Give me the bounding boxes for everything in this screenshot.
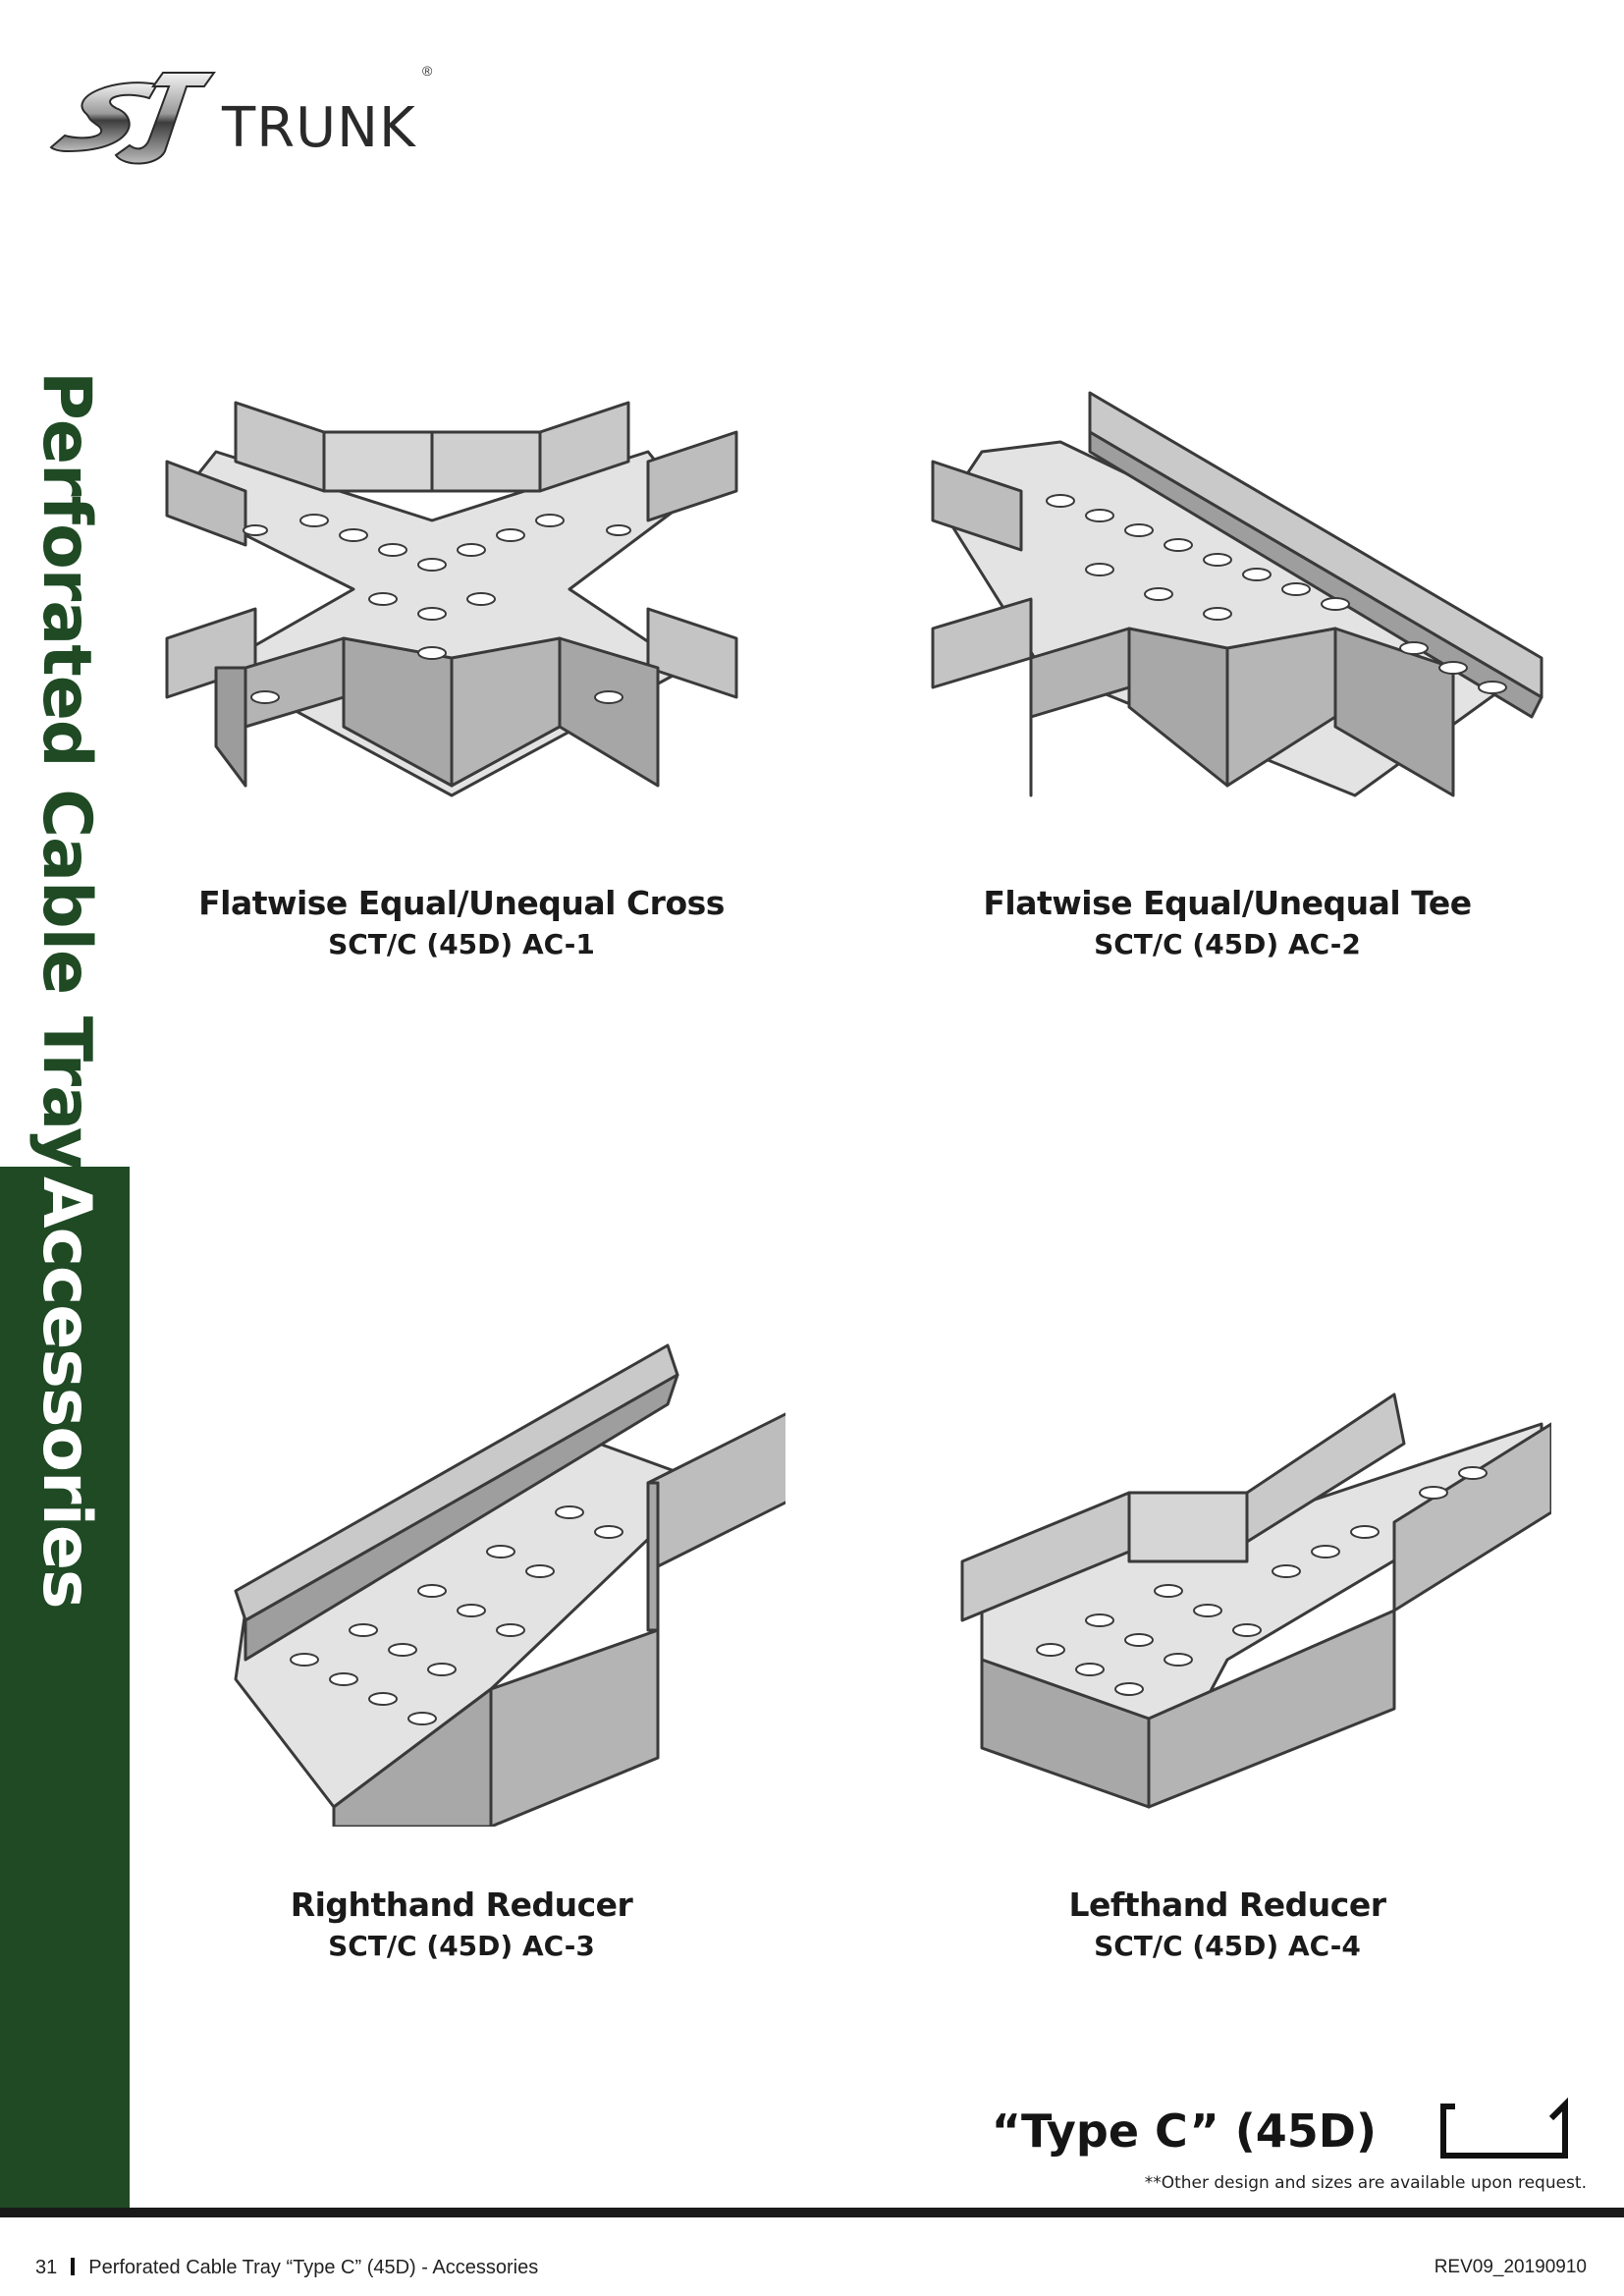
side-title-part1: Perforated Cable Tray: [27, 371, 105, 1171]
product-righthand-reducer: Righthand Reducer SCT/C (45D) AC-3: [108, 1336, 815, 1962]
registered-mark: ®: [422, 63, 433, 79]
product-code: SCT/C (45D) AC-4: [1094, 1930, 1361, 1962]
brand-logo: TRUNK ®: [47, 57, 460, 175]
product-code: SCT/C (45D) AC-1: [328, 928, 595, 960]
type-label: “Type C” (45D): [991, 2105, 1377, 2158]
product-lefthand-reducer: Lefthand Reducer SCT/C (45D) AC-4: [874, 1336, 1581, 1962]
revision-code: REV09_20190910: [1434, 2257, 1587, 2277]
type-block: “Type C” (45D): [992, 2097, 1573, 2165]
side-title-part2: Accessories: [27, 1176, 105, 1609]
footer-divider: [0, 2208, 1624, 2217]
footer-separator: [71, 2258, 76, 2275]
footer-left: 31 Perforated Cable Tray “Type C” (45D) -…: [35, 2257, 538, 2279]
product-name: Righthand Reducer: [290, 1886, 633, 1924]
product-code: SCT/C (45D) AC-2: [1094, 928, 1361, 960]
lefthand-reducer-drawing: [960, 1393, 1551, 1809]
tee-tray-drawing: [931, 391, 1543, 797]
product-name: Lefthand Reducer: [1068, 1886, 1386, 1924]
product-name: Flatwise Equal/Unequal Cross: [198, 884, 725, 922]
tray-profile-icon: [1440, 2097, 1568, 2159]
footer-section: Perforated Cable Tray “Type C” (45D) - A…: [88, 2257, 539, 2278]
brand-name: TRUNK: [222, 96, 416, 160]
cross-tray-drawing: [165, 401, 738, 797]
righthand-reducer-drawing: [234, 1343, 785, 1827]
product-name: Flatwise Equal/Unequal Tee: [983, 884, 1472, 922]
product-tee: Flatwise Equal/Unequal Tee SCT/C (45D) A…: [874, 373, 1581, 960]
product-cross: Flatwise Equal/Unequal Cross SCT/C (45D)…: [108, 373, 815, 960]
product-code: SCT/C (45D) AC-3: [328, 1930, 595, 1962]
page-number: 31: [35, 2257, 58, 2278]
availability-note: **Other design and sizes are available u…: [1144, 2173, 1587, 2193]
side-green-bar: [0, 1167, 130, 2208]
sj-logo-icon: [49, 72, 216, 165]
side-title: Perforated Cable Tray: [22, 371, 110, 1170]
